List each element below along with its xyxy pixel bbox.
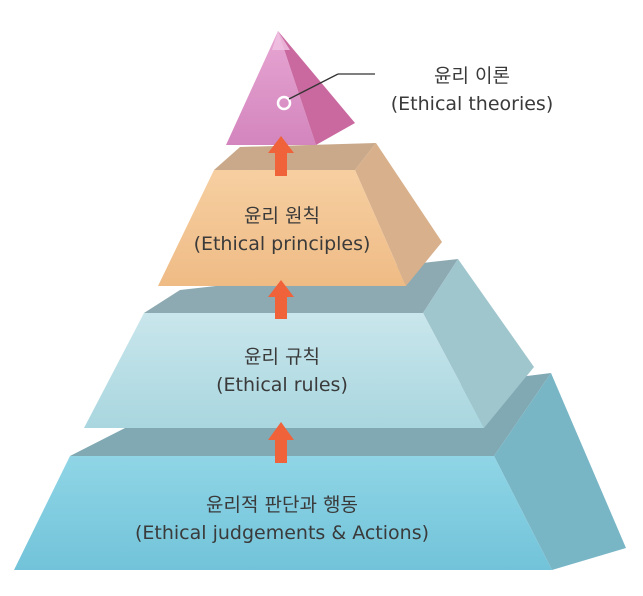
tier-actions-front xyxy=(14,456,552,570)
arrow-up-rules xyxy=(268,422,294,463)
arrow-shaft xyxy=(275,151,287,176)
arrow-head xyxy=(268,422,294,440)
tier-theories-highlight xyxy=(272,31,290,50)
principle-label-ko: 윤리 원칙 xyxy=(244,205,320,227)
arrow-head xyxy=(268,136,294,153)
arrow-up-principles xyxy=(268,280,294,319)
arrow-up-theories xyxy=(268,136,294,176)
tier-theories xyxy=(226,31,355,145)
theory-marker-icon xyxy=(276,95,292,111)
theory-label-en: (Ethical theories) xyxy=(391,93,554,115)
rule-label-en: (Ethical rules) xyxy=(216,374,348,396)
action-label-en: (Ethical judgements & Actions) xyxy=(135,522,429,544)
tier-theories-side xyxy=(278,31,355,145)
tier-actions-side xyxy=(494,373,626,570)
tier-rules-front xyxy=(84,313,484,428)
action-label-ko: 윤리적 판단과 행동 xyxy=(206,494,358,516)
arrow-head xyxy=(268,280,294,297)
tier-principles-side xyxy=(355,143,442,286)
tier-principles-front xyxy=(158,170,406,286)
tier-principles-top xyxy=(214,143,376,170)
principle-label-en: (Ethical principles) xyxy=(194,233,371,255)
theory-leader-line xyxy=(288,73,339,100)
tier-rules-side xyxy=(423,259,534,428)
arrow-shaft xyxy=(275,438,287,463)
tier-theories-front xyxy=(226,31,316,145)
tier-principles xyxy=(158,143,442,286)
rule-label-ko: 윤리 규칙 xyxy=(244,346,320,368)
arrow-shaft xyxy=(275,295,287,319)
theory-label-ko: 윤리 이론 xyxy=(434,65,510,87)
